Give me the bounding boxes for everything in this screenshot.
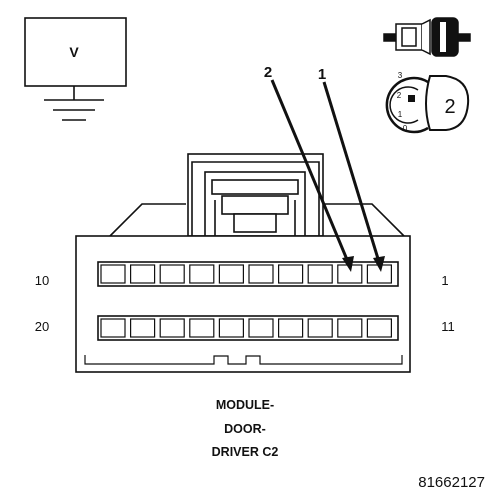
key-tick-0: 0 xyxy=(403,124,408,133)
connector-label-line-3: DRIVER C2 xyxy=(212,445,279,459)
pin-cavity xyxy=(248,264,274,284)
row2-right-pin-number: 11 xyxy=(441,319,455,334)
lock-latch-key xyxy=(233,213,277,233)
pin-cavity xyxy=(130,264,156,284)
connector-label-line-2: DOOR- xyxy=(224,422,266,436)
row2-left-pin-number: 20 xyxy=(35,319,49,334)
lock-tab-inner xyxy=(191,161,320,236)
pin-cavity xyxy=(278,264,304,284)
key-position-marker xyxy=(408,95,415,102)
connector-body xyxy=(75,235,411,373)
callout-label-1: 1 xyxy=(318,66,326,83)
pin-cavity xyxy=(307,264,333,284)
probe-tip-right xyxy=(457,33,471,42)
probe-tip-left xyxy=(383,33,397,42)
pin-cavity xyxy=(100,264,126,284)
key-tick-1: 1 xyxy=(398,110,403,119)
callout-label-2: 2 xyxy=(264,64,272,81)
key-position-number: 2 xyxy=(444,96,455,118)
connector-housing xyxy=(75,153,411,373)
pin-cavity xyxy=(189,318,215,338)
pin-cavity xyxy=(159,318,185,338)
pin-cavity xyxy=(159,264,185,284)
key-cylinder xyxy=(385,76,429,134)
probe-icon xyxy=(383,17,471,57)
callout-arrow-1 xyxy=(322,81,381,263)
callout-arrows xyxy=(270,79,385,272)
pin-cavity xyxy=(366,318,392,338)
probe-flange xyxy=(421,18,431,56)
row1-right-pin-number: 1 xyxy=(441,273,448,288)
lock-latch-bar xyxy=(211,179,299,195)
pin-cavity xyxy=(248,318,274,338)
row1-left-pin-number: 10 xyxy=(35,273,49,288)
callout-arrowhead-2 xyxy=(342,256,354,272)
housing-shoulder-left xyxy=(109,203,186,237)
pin-cavity xyxy=(189,264,215,284)
pin-cavity xyxy=(337,318,363,338)
pin-cavity xyxy=(278,318,304,338)
callout-arrow-2 xyxy=(270,79,350,263)
pin-cavity xyxy=(100,318,126,338)
housing-shoulder-right xyxy=(325,203,405,237)
key-position-icon xyxy=(385,75,470,134)
probe-inner xyxy=(401,27,417,47)
pin-cavity xyxy=(130,318,156,338)
pin-cavity xyxy=(218,318,244,338)
lock-latch-slot xyxy=(221,195,289,215)
key-tick-2: 2 xyxy=(397,91,402,100)
connector-keyway xyxy=(84,355,403,365)
voltmeter-box xyxy=(24,17,127,87)
key-tick-3: 3 xyxy=(398,71,403,80)
callout-arrowhead-1 xyxy=(373,256,385,272)
key-head xyxy=(425,75,470,131)
voltmeter-label: V xyxy=(69,44,79,60)
key-cylinder-inner xyxy=(389,86,419,124)
pin-cavity xyxy=(307,318,333,338)
probe-handle-highlight xyxy=(440,22,446,52)
figure-id: 81662127 xyxy=(418,474,485,491)
connector-label-line-1: MODULE- xyxy=(216,398,274,412)
pin-cavity xyxy=(218,264,244,284)
voltmeter-symbol xyxy=(24,17,127,121)
